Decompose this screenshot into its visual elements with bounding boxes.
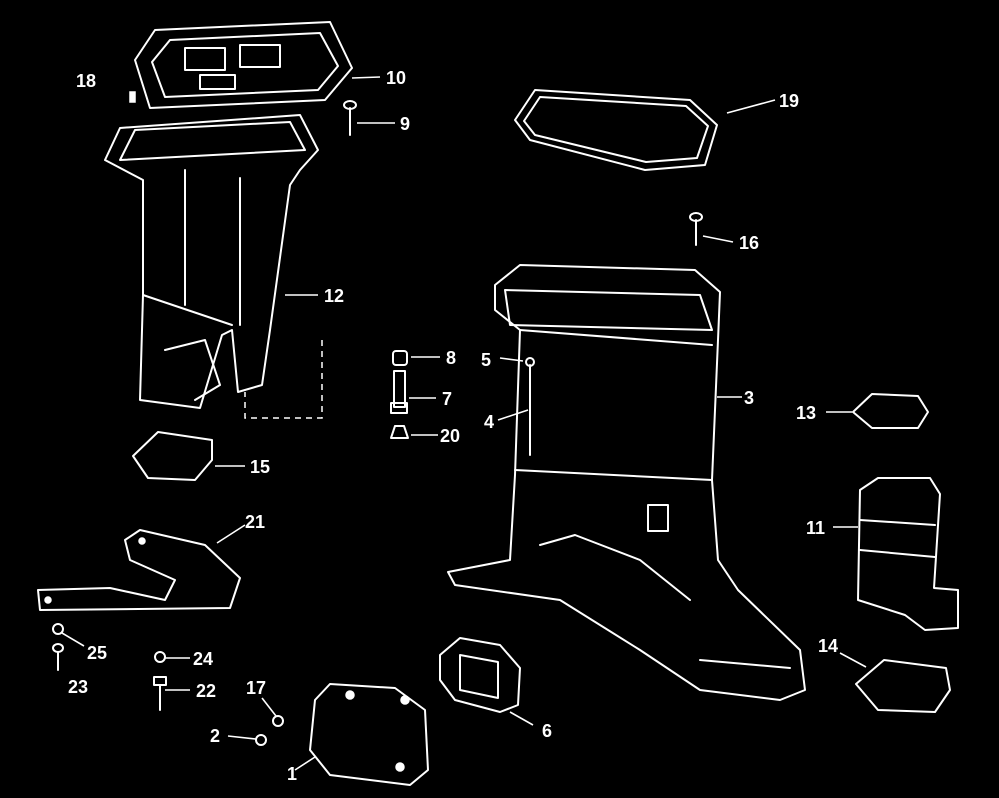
leader-lines — [61, 76, 867, 771]
callout-13: 13 — [796, 403, 816, 423]
part-19-gasket — [514, 89, 718, 171]
part-25-washer — [52, 623, 64, 635]
part-10-gasket-plate — [134, 21, 353, 109]
part-22-bolt — [153, 676, 167, 711]
callout-3: 3 — [744, 388, 754, 408]
assembly-dash-line — [244, 340, 323, 419]
callout-2: 2 — [210, 726, 220, 746]
part-16-screw — [689, 212, 703, 246]
callout-25: 25 — [87, 643, 107, 663]
part-12-exhaust-housing — [104, 114, 319, 409]
callout-8: 8 — [446, 348, 456, 368]
callout-5: 5 — [481, 350, 491, 370]
callout-7: 7 — [442, 389, 452, 409]
callout-15: 15 — [250, 457, 270, 477]
part-15-seal — [132, 431, 213, 481]
callout-18: 18 — [76, 71, 96, 91]
part-11-exhaust-tube — [857, 477, 959, 631]
callout-9: 9 — [400, 114, 410, 134]
part-7-tube — [390, 370, 408, 414]
callout-20: 20 — [440, 426, 460, 446]
callout-12: 12 — [324, 286, 344, 306]
callout-17: 17 — [246, 678, 266, 698]
callout-1: 1 — [287, 764, 297, 784]
part-5-washer — [525, 357, 535, 367]
callout-16: 16 — [739, 233, 759, 253]
part-20-seal — [390, 425, 409, 439]
callout-23: 23 — [68, 677, 88, 697]
part-3-driveshaft-housing — [447, 264, 806, 701]
callout-labels: 1 2 3 4 5 6 7 8 9 10 11 12 13 14 15 16 1… — [68, 68, 838, 784]
callout-24: 24 — [193, 649, 213, 669]
callout-22: 22 — [196, 681, 216, 701]
callout-21: 21 — [245, 512, 265, 532]
callout-19: 19 — [779, 91, 799, 111]
part-17-washer — [272, 715, 284, 727]
part-1-cover — [309, 683, 429, 786]
part-6-mount — [439, 637, 521, 713]
part-13-seal — [852, 393, 929, 429]
callout-4: 4 — [484, 412, 494, 432]
callout-6: 6 — [542, 721, 552, 741]
callout-11: 11 — [806, 518, 825, 538]
part-21-plate — [37, 529, 241, 611]
callout-14: 14 — [818, 636, 838, 656]
part-2-screw — [255, 734, 267, 746]
part-24-nut — [154, 651, 166, 663]
part-14-seal — [855, 659, 951, 713]
part-8-grommet — [392, 350, 408, 366]
part-23-bolt — [52, 643, 64, 671]
callout-10: 10 — [386, 68, 406, 88]
part-9-screw — [343, 100, 357, 136]
part-18-dowel-pin — [129, 91, 136, 103]
